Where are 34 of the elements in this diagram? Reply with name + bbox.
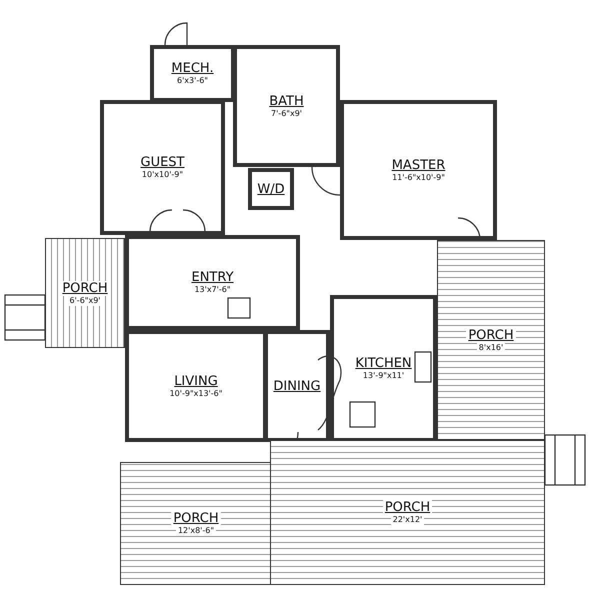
room-name: MECH. (169, 61, 216, 76)
room-dimension: 22'x12' (390, 515, 424, 525)
room-name: GUEST (138, 155, 186, 170)
room-name: ENTRY (189, 270, 236, 285)
porch-deck (270, 440, 545, 585)
porch-deck (437, 240, 545, 440)
room-dimension: 13'-9"x11' (360, 371, 406, 381)
room-dimension: 13'x7'-6" (192, 285, 233, 295)
room-area (125, 330, 267, 442)
room-name: PORCH (382, 500, 432, 515)
room-area (248, 168, 294, 210)
room-area (233, 45, 340, 167)
room-dimension: 6'-6"x9' (68, 296, 102, 306)
porch-deck (45, 238, 125, 348)
room-name: DINING (271, 378, 323, 394)
room-name: MASTER (390, 158, 448, 172)
room-area (150, 45, 235, 102)
room-area (100, 100, 225, 235)
room-dimension: 10'x10'-9" (140, 170, 186, 180)
room-name: PORCH (466, 328, 516, 342)
porch-deck (120, 462, 272, 585)
room-name: BATH (267, 94, 306, 108)
room-name: LIVING (172, 374, 220, 388)
room-name: W/D (255, 182, 287, 196)
room-name: PORCH (171, 511, 221, 526)
room-dimension: 11'-6"x10'-9" (390, 172, 447, 182)
room-dimension: 10'-9"x13'-6" (168, 388, 224, 398)
room-name: PORCH (60, 280, 110, 296)
room-dimension: 12'x8'-6" (176, 526, 216, 536)
room-area (340, 100, 497, 240)
room-dimension: 6'x3'-6" (175, 76, 210, 86)
room-dimension: 7'-6"x9' (269, 108, 304, 118)
room-name: KITCHEN (353, 356, 414, 371)
room-dimension: 8'x16' (476, 342, 506, 352)
